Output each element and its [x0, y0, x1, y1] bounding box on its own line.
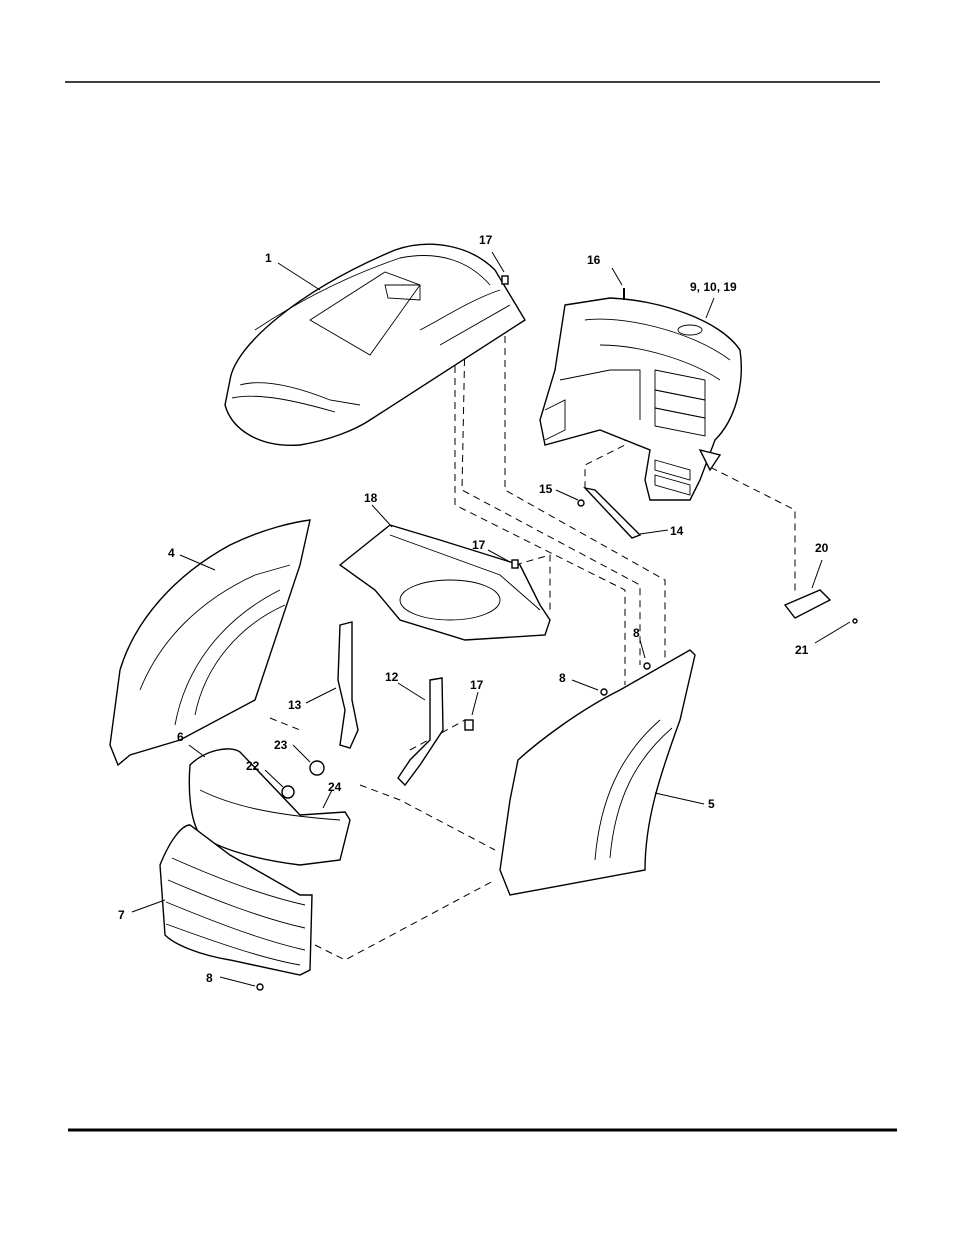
callout-13: 13: [288, 698, 302, 712]
callout-8a: 8: [559, 671, 566, 685]
part-8-nut-b: [644, 663, 650, 669]
part-12-bracket: [398, 678, 443, 785]
callout-20: 20: [815, 541, 829, 555]
part-hood: [225, 244, 525, 445]
part-air-guide: [340, 525, 550, 640]
callout-17a: 17: [479, 233, 493, 247]
callout-14: 14: [670, 524, 684, 538]
callout-5: 5: [708, 797, 715, 811]
callout-6: 6: [177, 730, 184, 744]
part-23-socket: [310, 761, 324, 775]
callout-21: 21: [795, 643, 809, 657]
part-17-bolt-mid: [512, 560, 518, 568]
callout-18: 18: [364, 491, 378, 505]
part-15-nut: [578, 500, 584, 506]
callout-9-10-19: 9, 10, 19: [690, 280, 737, 294]
part-dash-console: [540, 298, 741, 500]
part-17-bolt-low: [465, 720, 473, 730]
part-side-panel-right: [500, 650, 695, 895]
callout-12: 12: [385, 670, 399, 684]
part-8-nut-c: [257, 984, 263, 990]
callout-17b: 17: [472, 538, 486, 552]
callout-8c: 8: [206, 971, 213, 985]
part-side-panel-left: [110, 520, 310, 765]
callout-7: 7: [118, 908, 125, 922]
callout-22: 22: [246, 759, 260, 773]
part-17-bolt-top: [502, 276, 508, 284]
part-21-screw: [853, 619, 857, 623]
callout-15: 15: [539, 482, 553, 496]
callout-24: 24: [328, 780, 342, 794]
callout-8b: 8: [633, 626, 640, 640]
part-13-bracket: [338, 622, 358, 748]
part-22-lens: [282, 786, 294, 798]
part-8-nut-a: [601, 689, 607, 695]
part-14-rod: [585, 488, 640, 538]
callout-4: 4: [168, 546, 175, 560]
callout-23: 23: [274, 738, 288, 752]
callout-1: 1: [265, 251, 272, 265]
callout-17c: 17: [470, 678, 484, 692]
part-20-latch: [785, 590, 830, 618]
callout-16: 16: [587, 253, 601, 267]
